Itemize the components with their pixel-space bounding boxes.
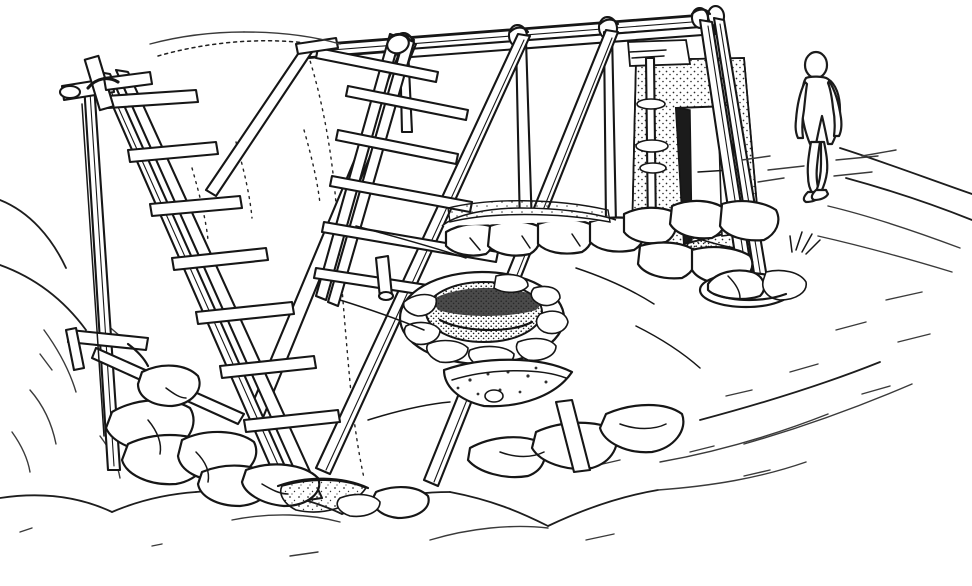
- right-ladder-top-lashing: [294, 32, 412, 56]
- slope-flecks: [19, 291, 931, 557]
- rock-ledge: [627, 39, 692, 67]
- hearth-charcoal: [432, 287, 540, 316]
- grass-tuft: [789, 231, 821, 255]
- figure-right-arm: [826, 79, 843, 138]
- figure-right-foot: [810, 188, 830, 202]
- bottom-stone-group: [336, 486, 430, 520]
- hearth-ring-stones: [402, 273, 569, 370]
- foreground-stone-line: [466, 398, 685, 479]
- left-ladder-rungs: [104, 88, 342, 434]
- floor-timber-stub: [374, 254, 395, 302]
- ladder-foot-stone-cluster: [104, 364, 321, 508]
- figure-ground-ticks: [741, 149, 897, 183]
- terrace-floor-lines: [339, 225, 701, 421]
- dry-stone-wall-upper: [441, 200, 646, 257]
- post-collar-1: [636, 98, 666, 110]
- stone-ringed-hearth: [398, 270, 574, 408]
- boulder-brace-footing: [698, 269, 807, 309]
- slab-stipple: [456, 366, 548, 396]
- slab-hole: [484, 389, 504, 403]
- foreground-timber-peg: [554, 398, 592, 474]
- wall-top-rubble: [447, 200, 611, 223]
- figure-left-arm: [794, 80, 809, 140]
- figure-head: [803, 50, 829, 80]
- upper-edge-strokes: [149, 31, 341, 45]
- left-ladder-top-knot: [58, 54, 154, 112]
- post-collar-2: [635, 139, 669, 153]
- post-collar-3: [639, 162, 667, 174]
- human-scale-figure: [767, 50, 879, 204]
- dry-stone-wall-right: [622, 199, 780, 286]
